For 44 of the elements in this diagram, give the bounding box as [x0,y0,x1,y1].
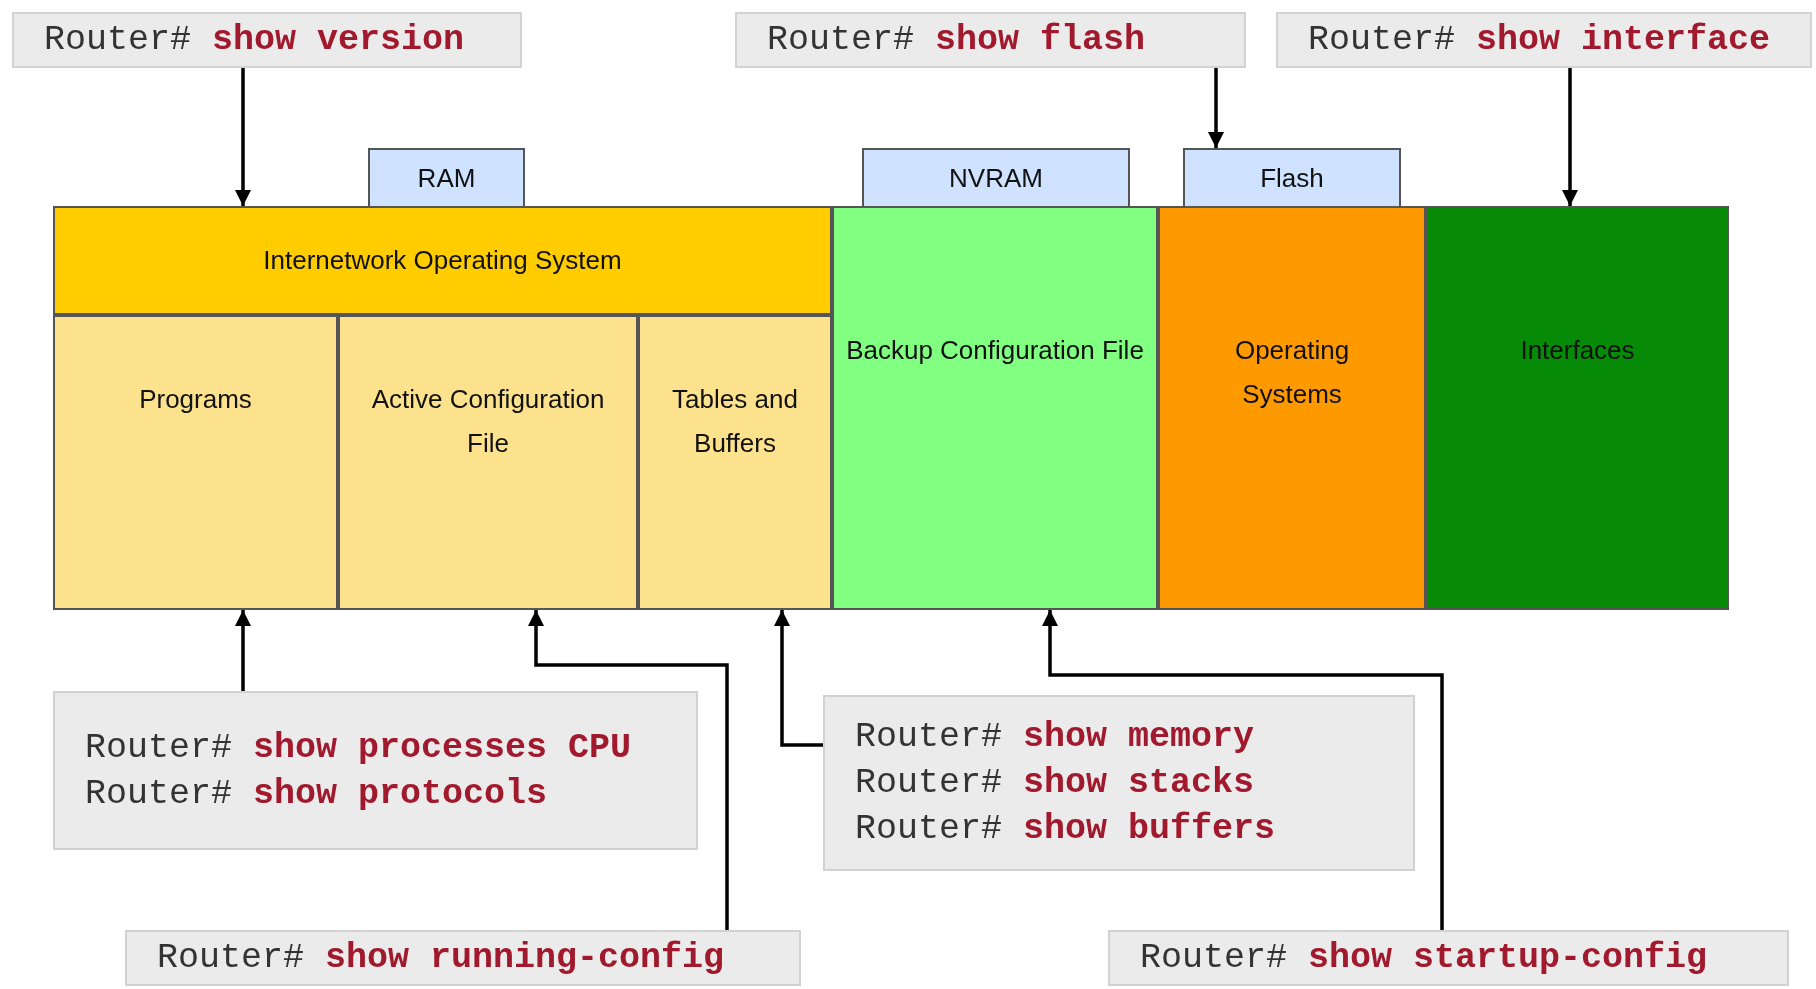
command-box [125,930,801,986]
tab-label: Flash [1260,162,1324,195]
command-line: Router# show flash [767,19,1146,62]
block-label: Backup Configuration File [846,334,1144,367]
block-label: Active Configuration File [370,383,606,460]
command-line: Router# show running-config [157,937,725,980]
command-line: Router# show memory [855,716,1255,759]
block-label: Operating Systems [1233,334,1351,411]
memory-tab [1183,148,1401,206]
command-box [1108,930,1789,986]
command-line: Router# show startup-config [1140,937,1708,980]
arrow [774,610,823,747]
command-line: Router# show stacks [855,762,1255,805]
arrow [528,610,729,930]
command-line: Router# show protocols [85,772,548,816]
arrow [235,610,251,691]
memory-block [53,315,338,610]
block-label: Programs [139,383,252,416]
block-label: Interfaces [1520,334,1635,367]
command-line: Router# show interface [1308,19,1771,62]
memory-tab [862,148,1130,206]
command-box [823,695,1415,871]
command-line: Router# show buffers [855,808,1276,851]
block-label: Internetwork Operating System [263,244,622,277]
memory-tab [368,148,525,206]
arrow [235,68,251,206]
arrow [1042,610,1444,930]
arrow [1208,68,1224,148]
block-label: Tables and Buffers [671,383,799,460]
command-box [53,691,698,850]
command-line: Router# show processes CPU [85,726,632,770]
command-line: Router# show version [44,19,465,62]
tab-label: RAM [417,162,476,195]
memory-block [1158,206,1426,610]
memory-block [338,315,638,610]
memory-block [638,315,832,610]
command-box [1276,12,1812,68]
memory-block [53,206,832,315]
command-box [12,12,522,68]
command-box [735,12,1246,68]
memory-block [832,206,1158,610]
tab-label: NVRAM [949,162,1043,195]
arrow [1562,68,1578,206]
memory-block [1426,206,1729,610]
